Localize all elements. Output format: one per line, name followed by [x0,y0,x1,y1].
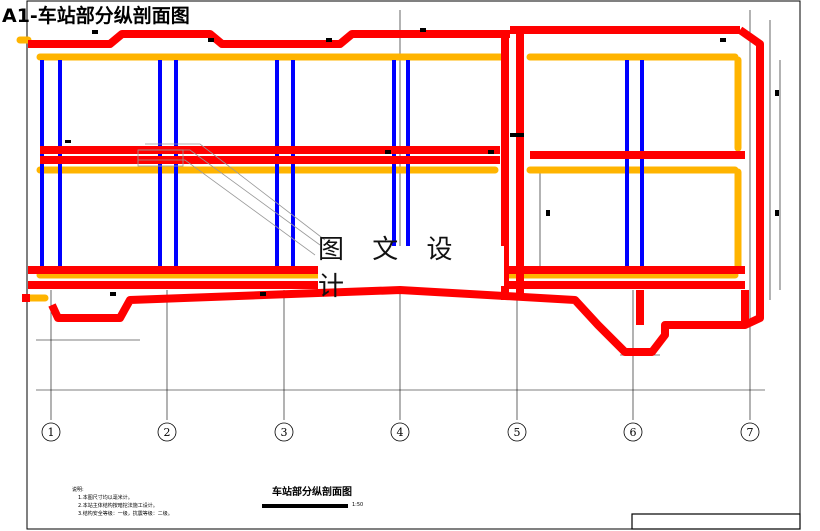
notes-line-3: 3.结构安全等级：一级，抗震等级：二级。 [78,510,173,517]
slab-lines [16,36,742,302]
axis-bubbles: 1 2 3 4 5 6 7 [41,422,760,442]
watermark-text: 图 文 设 计 [318,235,463,302]
drawing-scale: 1:50 [352,502,363,508]
notes-heading: 说明: [72,486,84,493]
axis-label-1: 1 [48,426,55,439]
caption-underline [262,504,348,508]
axis-label-2: 2 [164,426,171,439]
dimension-marks [65,28,779,296]
axis-label-3: 3 [281,426,288,439]
axis-label-4: 4 [397,426,404,439]
title-block [631,513,801,530]
beam-lines [22,26,764,356]
escalator [137,143,326,256]
axis-label-5: 5 [514,426,521,439]
grid-lines [36,10,781,420]
watermark: 图 文 设 计 [318,235,504,302]
axis-label-7: 7 [747,426,754,439]
drawing-title: A1-车站部分纵剖面图 [2,4,190,27]
sheet-border [26,0,801,530]
axis-label-6: 6 [630,426,637,439]
drawing-caption: 车站部分纵剖面图 [272,485,352,498]
notes-line-1: 1.本图尺寸均以毫米计。 [78,494,133,501]
columns [40,60,644,270]
notes-line-2: 2.本站主体结构按暗挖法施工设计。 [78,502,158,509]
notes: 说明: 1.本图尺寸均以毫米计。 2.本站主体结构按暗挖法施工设计。 3.结构安… [72,486,173,517]
